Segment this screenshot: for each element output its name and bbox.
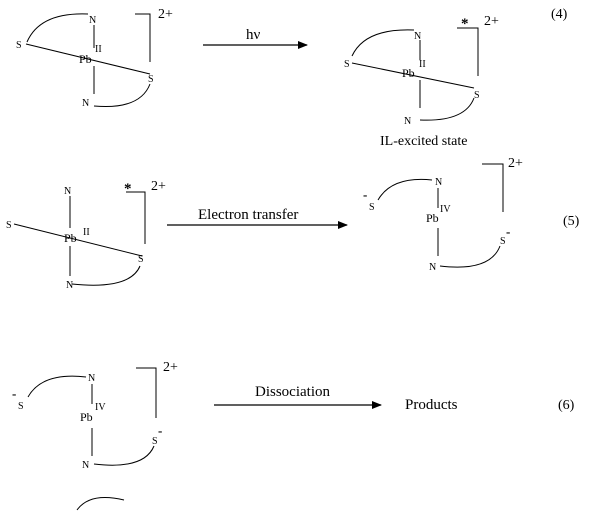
complex-excited-state: N S Pb II S N * 2+ bbox=[6, 179, 166, 291]
sulfur-atom: S bbox=[138, 254, 144, 265]
arrow-label-dissociation: Dissociation bbox=[255, 384, 330, 400]
lead-atom: Pb bbox=[426, 211, 439, 225]
lead-atom: Pb bbox=[79, 52, 92, 66]
s-pb-s-bond bbox=[25, 43, 151, 75]
sulfur-atom: S bbox=[500, 236, 506, 247]
nitrogen-atom: N bbox=[89, 15, 96, 26]
oxidation-state: II bbox=[83, 227, 90, 238]
products-label: Products bbox=[405, 397, 458, 413]
minus-sign: - bbox=[12, 386, 16, 401]
excited-marker: * bbox=[124, 181, 132, 197]
excited-marker: * bbox=[461, 16, 469, 32]
s-pb-s-bond bbox=[13, 223, 143, 257]
chelate-arc-fragment bbox=[76, 497, 125, 511]
nitrogen-atom: N bbox=[414, 31, 421, 42]
oxidation-state: IV bbox=[440, 204, 451, 215]
charge-label: 2+ bbox=[151, 179, 166, 194]
nitrogen-atom: N bbox=[88, 373, 95, 384]
complex-oxidized: - S N Pb IV S - N 2+ bbox=[12, 360, 178, 471]
product-caption: IL-excited state bbox=[380, 134, 467, 149]
chelate-arc bbox=[351, 29, 415, 57]
chelate-arc bbox=[71, 265, 141, 286]
chelate-arc bbox=[27, 375, 87, 398]
reaction-6: - S N Pb IV S - N 2+ Dissociation Produc… bbox=[12, 360, 575, 511]
sulfur-atom: S bbox=[474, 90, 480, 101]
equation-number: (4) bbox=[551, 7, 568, 22]
charge-bracket bbox=[126, 191, 146, 244]
reaction-5: N S Pb II S N * 2+ Electron transfer - S… bbox=[6, 156, 580, 291]
nitrogen-atom: N bbox=[435, 177, 442, 188]
nitrogen-atom: N bbox=[429, 262, 436, 273]
chelate-arc bbox=[93, 83, 151, 108]
charge-bracket bbox=[457, 27, 479, 76]
complex-ground-state: N S Pb II S N 2+ bbox=[16, 7, 173, 109]
equation-number: (5) bbox=[563, 214, 580, 229]
minus-sign: - bbox=[158, 423, 162, 438]
oxidation-state: II bbox=[419, 59, 426, 70]
oxidation-state: II bbox=[95, 44, 102, 55]
nitrogen-atom: N bbox=[64, 186, 71, 197]
lead-atom: Pb bbox=[64, 231, 77, 245]
sulfur-atom: S bbox=[18, 401, 24, 412]
sulfur-atom: S bbox=[152, 436, 158, 447]
charge-label: 2+ bbox=[163, 360, 178, 375]
reaction-4: N S Pb II S N 2+ hν N S Pb II S N * 2+ I… bbox=[16, 7, 568, 149]
nitrogen-atom: N bbox=[404, 116, 411, 127]
minus-sign: - bbox=[506, 224, 510, 239]
charge-label: 2+ bbox=[508, 156, 523, 171]
sulfur-atom: S bbox=[344, 59, 350, 70]
arrow-label-hv: hν bbox=[246, 27, 261, 43]
charge-bracket bbox=[135, 13, 151, 62]
minus-sign: - bbox=[363, 187, 367, 202]
sulfur-atom: S bbox=[148, 74, 154, 85]
complex-oxidized: - S N Pb IV S - N 2+ bbox=[363, 156, 523, 273]
chelate-arc bbox=[419, 97, 475, 121]
lead-atom: Pb bbox=[402, 66, 415, 80]
charge-bracket bbox=[136, 367, 157, 418]
nitrogen-atom: N bbox=[82, 460, 89, 471]
chelate-arc bbox=[93, 445, 155, 466]
nitrogen-atom: N bbox=[66, 280, 73, 291]
sulfur-atom: S bbox=[369, 202, 375, 213]
chelate-arc bbox=[439, 245, 501, 268]
s-pb-s-bond bbox=[351, 62, 475, 89]
chelate-arc bbox=[26, 13, 89, 43]
lead-atom: Pb bbox=[80, 410, 93, 424]
arrow-label-electron-transfer: Electron transfer bbox=[198, 207, 298, 223]
sulfur-atom: S bbox=[6, 220, 12, 231]
sulfur-atom: S bbox=[16, 40, 22, 51]
charge-label: 2+ bbox=[484, 14, 499, 29]
equation-number: (6) bbox=[558, 398, 575, 413]
chelate-arc bbox=[377, 178, 433, 201]
nitrogen-atom: N bbox=[82, 98, 89, 109]
oxidation-state: IV bbox=[95, 402, 106, 413]
charge-bracket bbox=[482, 163, 504, 212]
charge-label: 2+ bbox=[158, 7, 173, 22]
complex-excited-state: N S Pb II S N * 2+ bbox=[344, 14, 499, 127]
